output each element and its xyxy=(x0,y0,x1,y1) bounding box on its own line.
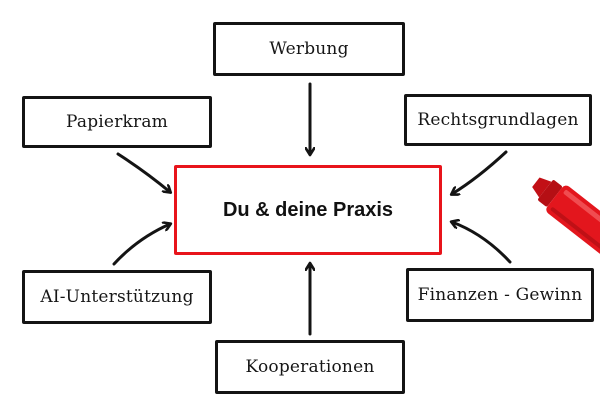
node-ai-label: AI-Unterstützung xyxy=(40,287,194,307)
node-werbung: Werbung xyxy=(213,22,405,76)
node-papierkram: Papierkram xyxy=(22,96,212,148)
node-finanzen-label: Finanzen - Gewinn xyxy=(417,285,583,305)
node-kooperationen-label: Kooperationen xyxy=(245,357,375,377)
node-werbung-label: Werbung xyxy=(269,39,349,59)
node-finanzen-gewinn: Finanzen - Gewinn xyxy=(406,268,594,322)
arrow-papierkram xyxy=(116,152,170,192)
arrow-finanzen xyxy=(452,222,512,264)
node-rechtsgrundlagen-label: Rechtsgrundlagen xyxy=(417,110,579,130)
center-node: Du & deine Praxis xyxy=(174,165,442,255)
node-kooperationen: Kooperationen xyxy=(215,340,405,394)
arrow-rechtsgrundlagen xyxy=(452,150,508,194)
center-node-label: Du & deine Praxis xyxy=(222,198,394,221)
arrow-ai xyxy=(112,224,170,266)
node-ai-unterstuetzung: AI-Unterstützung xyxy=(22,270,212,324)
node-rechtsgrundlagen: Rechtsgrundlagen xyxy=(404,94,592,146)
node-papierkram-label: Papierkram xyxy=(66,112,168,132)
